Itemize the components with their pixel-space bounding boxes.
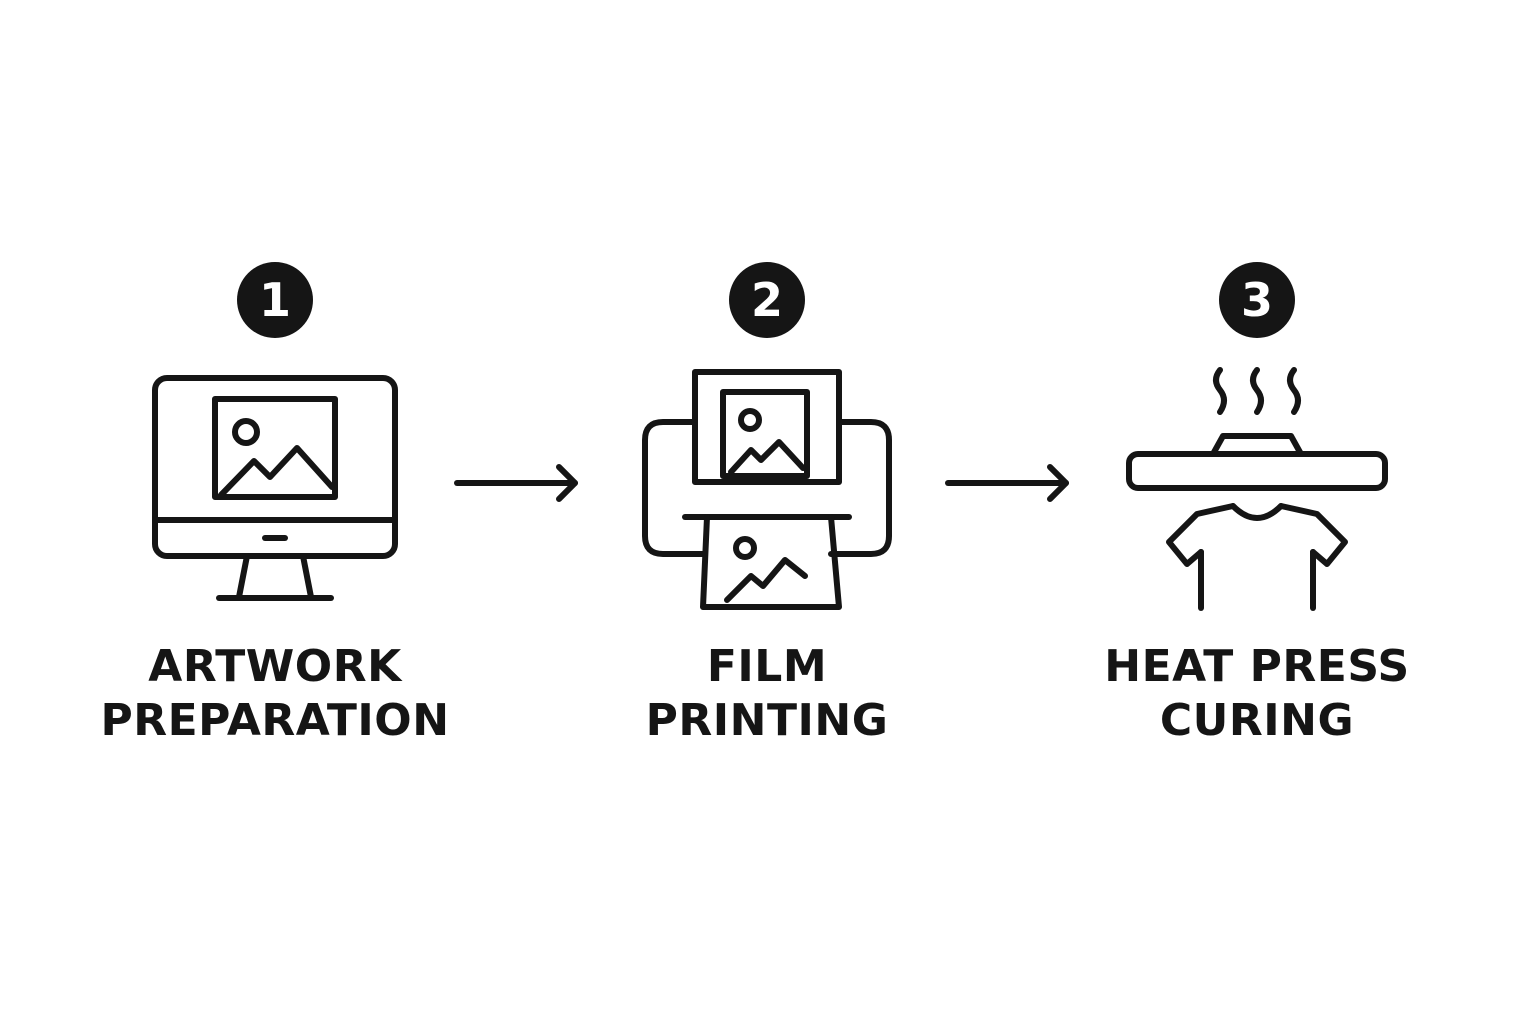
arrow-right-icon xyxy=(944,455,1074,515)
step-label: FILM PRINTING xyxy=(577,640,957,748)
monitor-image-icon xyxy=(135,362,415,622)
step-number-badge: 3 xyxy=(1219,262,1295,338)
step-label-line2: CURING xyxy=(1159,695,1355,746)
step-label: ARTWORK PREPARATION xyxy=(85,640,465,748)
step-label-line1: FILM xyxy=(706,641,828,692)
step-heat-press-curing: 3 HEAT PRESS CURING xyxy=(1067,262,1447,762)
heat-press-shirt-icon xyxy=(1117,362,1397,622)
step-label: HEAT PRESS CURING xyxy=(1067,640,1447,748)
printer-film-icon xyxy=(627,362,907,622)
step-film-printing: 2 FILM PRINTING xyxy=(577,262,957,762)
step-label-line2: PRINTING xyxy=(645,695,889,746)
arrow-right-icon xyxy=(453,455,583,515)
step-label-line2: PREPARATION xyxy=(100,695,450,746)
step-number-badge: 2 xyxy=(729,262,805,338)
step-artwork-preparation: 1 ARTWORK PREPA xyxy=(85,262,465,762)
step-number-badge: 1 xyxy=(237,262,313,338)
step-label-line1: ARTWORK xyxy=(148,641,402,692)
step-label-line1: HEAT PRESS xyxy=(1104,641,1410,692)
